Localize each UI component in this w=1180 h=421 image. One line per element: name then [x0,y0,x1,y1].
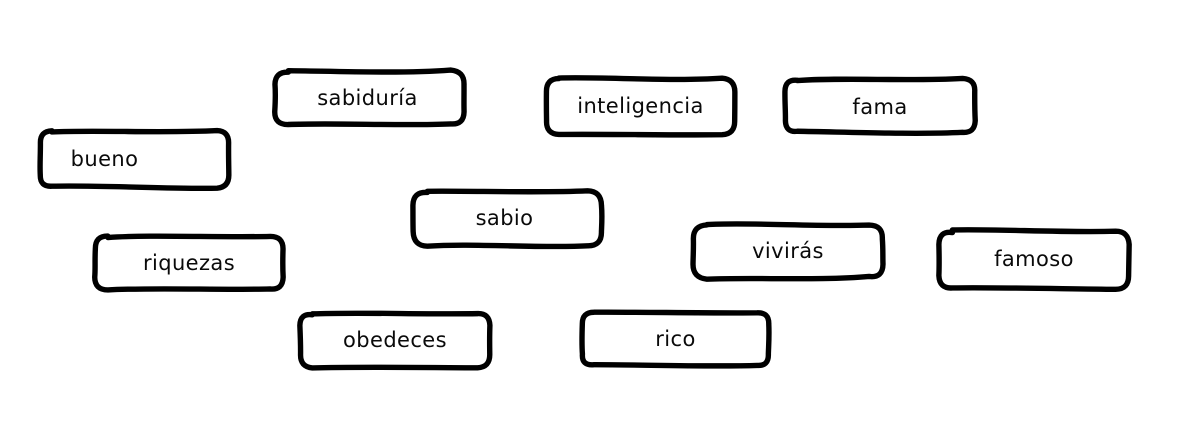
word-card-inteligencia[interactable]: inteligencia [543,75,738,138]
word-card-riquezas[interactable]: riquezas [92,233,286,293]
card-label: vivirás [752,239,824,263]
word-card-fama[interactable]: fama [782,75,978,136]
word-card-famoso[interactable]: famoso [936,227,1132,293]
card-label: rico [655,326,696,351]
word-card-bueno[interactable]: bueno [37,127,232,192]
card-label: inteligencia [577,94,704,118]
card-label: fama [852,94,908,119]
card-label: obedeces [343,327,447,352]
word-card-sabio[interactable]: sabio [410,188,605,250]
word-card-sabiduria[interactable]: sabiduría [272,67,467,128]
word-card-viviras[interactable]: vivirás [690,221,886,282]
card-label: sabio [475,206,534,230]
card-label: famoso [994,246,1074,271]
card-label: riquezas [142,250,236,275]
word-card-obedeces[interactable]: obedeces [297,310,493,371]
card-label: bueno [70,146,139,171]
card-label: sabiduría [317,85,418,110]
word-card-rico[interactable]: rico [579,309,772,369]
